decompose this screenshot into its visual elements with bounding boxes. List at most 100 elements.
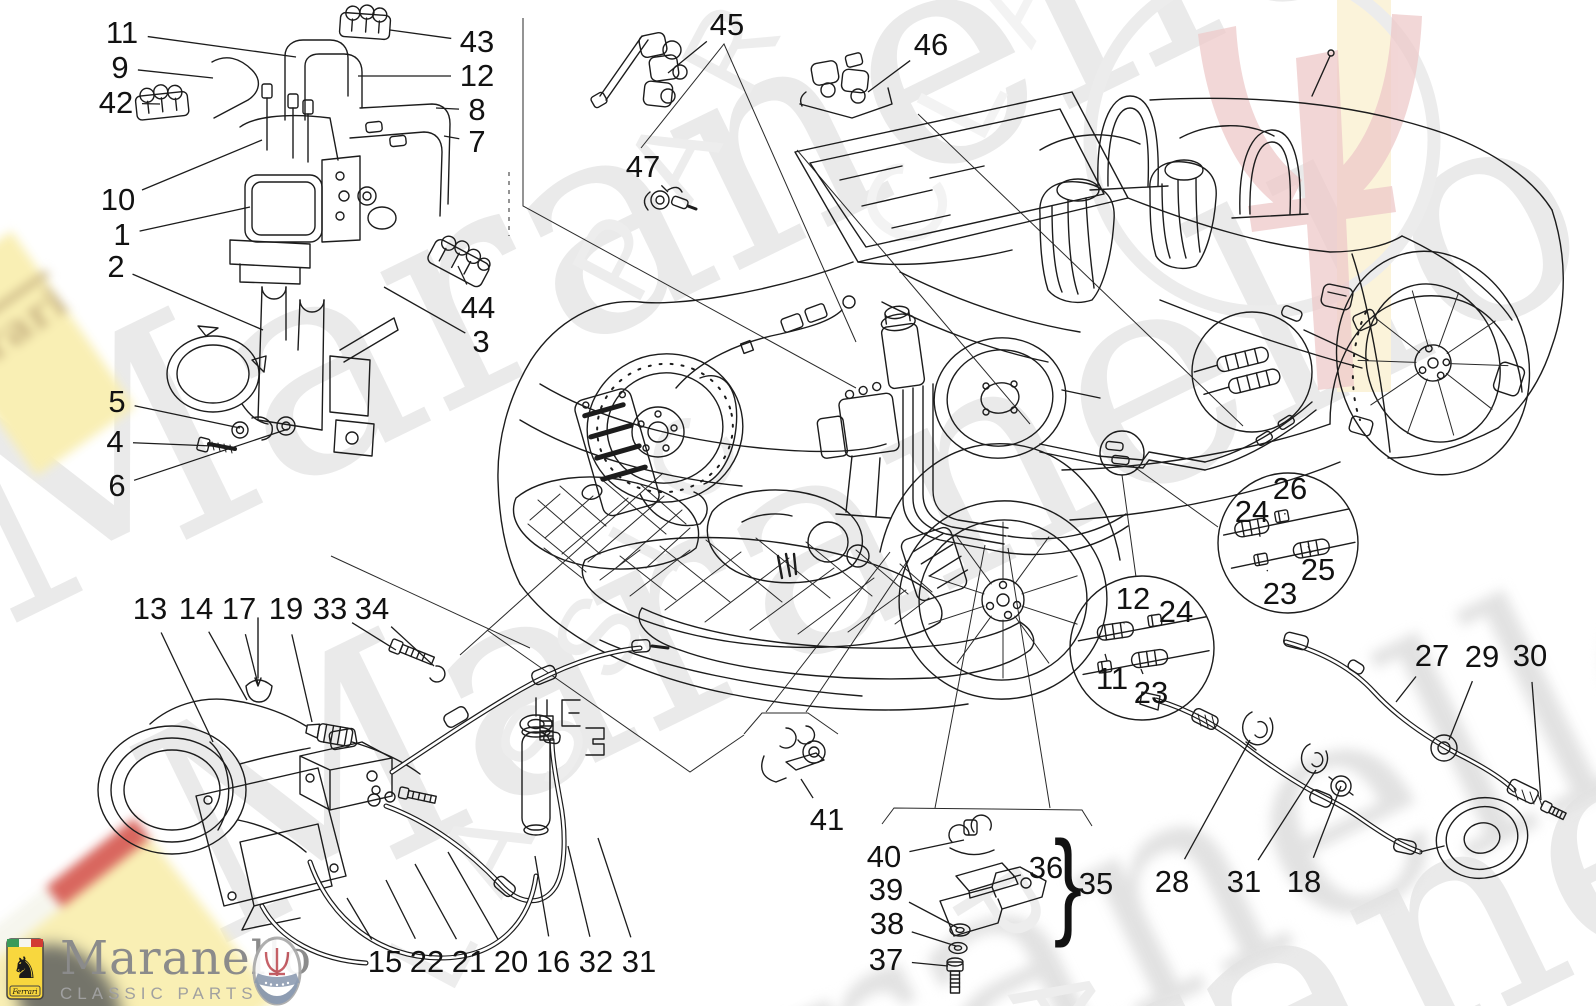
leader-10-3: [141, 139, 263, 191]
abs-bracket: [166, 286, 399, 457]
leader-19-29: [291, 634, 313, 723]
leader-27-46: [1395, 676, 1417, 703]
callout-10-3: 10: [100, 182, 136, 217]
leader-13-26: [160, 632, 214, 743]
callout-15-32: 15: [367, 944, 403, 979]
callout-43-6: 43: [459, 24, 495, 59]
callout-38-43: 38: [869, 906, 905, 941]
leader-30-48: [1531, 681, 1542, 801]
leader-1-4: [139, 206, 251, 232]
leader-16-36: [534, 855, 550, 937]
callout-28-49: 28: [1154, 864, 1190, 899]
clip-47: [643, 186, 698, 211]
callout-40-40: 40: [866, 839, 902, 874]
callout-11-24: 11: [1095, 661, 1129, 696]
rear-wheel: [1335, 250, 1531, 476]
damper-16: [519, 697, 553, 836]
callout-4-13: 4: [106, 424, 124, 459]
ferrari-shield-label: Ferrari: [11, 988, 37, 996]
callout-23-25: 23: [1133, 675, 1169, 710]
clip-46: [799, 52, 893, 119]
leader-3-11: [383, 286, 466, 334]
leader-24-18: [1258, 532, 1261, 537]
callout-21-34: 21: [451, 944, 487, 979]
callout-47-17: 47: [625, 149, 661, 184]
leader-11-24: [1104, 653, 1108, 662]
svg-text:♞: ♞: [12, 951, 39, 986]
callout-30-48: 30: [1512, 638, 1548, 673]
callout-3-11: 3: [472, 324, 490, 359]
leader-17-28: [244, 634, 259, 685]
leader-23-21: [1266, 569, 1269, 572]
callout-26-19: 26: [1272, 471, 1308, 506]
nut-18: [1330, 775, 1352, 797]
front-grille-lower: [581, 536, 943, 649]
maserati-emblem-icon: [252, 936, 302, 1006]
callout-7-9: 7: [468, 124, 486, 159]
bolt-37: [946, 957, 964, 994]
watermark-circle: [1083, 0, 1441, 319]
detail-circle-1: [1217, 472, 1359, 614]
callout-41-39: 41: [809, 802, 845, 837]
clip-s: [585, 727, 605, 756]
clip-40: [948, 814, 995, 856]
callout-39-42: 39: [868, 872, 904, 907]
leader-36-41: [1012, 874, 1022, 878]
bottom-left-assembly: [97, 617, 670, 966]
callout-12-7: 12: [459, 58, 495, 93]
clip-28: [1241, 711, 1274, 746]
callout-11-0: 11: [105, 15, 139, 50]
leader-14-27: [208, 631, 248, 701]
washer-34: [429, 665, 446, 683]
callout-8-8: 8: [468, 92, 486, 127]
callout-18-51: 18: [1286, 864, 1322, 899]
callout-32-37: 32: [578, 944, 614, 979]
callout-23-21: 23: [1262, 576, 1298, 611]
roll-hoops: [1089, 95, 1309, 219]
callout-22-33: 22: [409, 944, 445, 979]
leader-8-8: [435, 107, 460, 110]
callout-6-14: 6: [108, 468, 126, 503]
front-grille-upper: [512, 476, 700, 579]
leader-47-17: [660, 184, 669, 193]
callout-46-16: 46: [913, 27, 949, 62]
clip-31: [1300, 743, 1329, 774]
leader-20-35: [447, 851, 499, 940]
headlight: [706, 489, 870, 584]
leader-41-39: [800, 778, 814, 799]
connector-13: [305, 723, 354, 747]
clip-42: [134, 84, 190, 121]
callout-1-4: 1: [113, 217, 131, 252]
car-body: [497, 49, 1564, 711]
leader-40-40: [909, 839, 965, 853]
callout-29-47: 29: [1464, 639, 1500, 674]
callout-5-12: 5: [108, 384, 126, 419]
leader-15-32: [346, 897, 373, 940]
callout-35-45: 35: [1078, 866, 1114, 901]
clip-45: [590, 31, 688, 109]
ferrari-shield-icon: ♞ Ferrari: [6, 938, 44, 1000]
leader-5-12: [134, 405, 241, 429]
clip-44: [427, 235, 491, 288]
bracket-hardware: [196, 416, 296, 454]
rear-brake: [1280, 305, 1378, 437]
booster-assembly: [816, 305, 1101, 519]
detail-circle-2: [1069, 575, 1215, 721]
callout-12-22: 12: [1115, 581, 1151, 616]
callout-14-27: 14: [178, 591, 214, 626]
bolt-33: [388, 638, 436, 666]
leader-31-38: [597, 837, 632, 938]
callout-37-44: 37: [868, 942, 904, 977]
leader-44-10: [457, 265, 468, 285]
detail-circle-small: [1099, 430, 1145, 476]
callout-31-38: 31: [621, 944, 657, 979]
clip-e: [561, 699, 581, 727]
leader-7-9: [443, 135, 460, 140]
logo-tagline: CLASSIC PARTS: [60, 984, 258, 1003]
leader-11-0: [147, 35, 297, 58]
callout-36-41: 36: [1028, 850, 1064, 885]
leader-46-16: [867, 60, 911, 93]
callout-19-29: 19: [268, 591, 304, 626]
